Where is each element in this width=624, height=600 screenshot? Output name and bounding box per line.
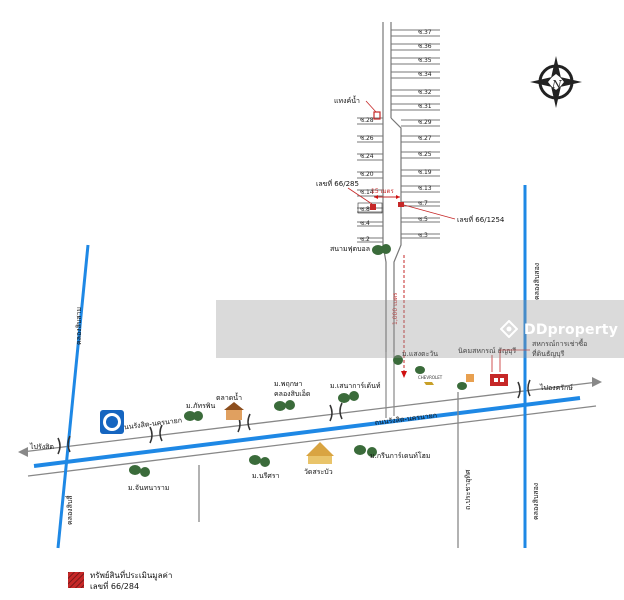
estate-phatsin-label: ม.ภัทรพิน [186,402,215,410]
soi-label: ซ.5 [418,216,428,223]
plot-left-label: เลขที่ 66/285 [316,179,359,188]
plot-right-label: เลขที่ 66/1254 [457,215,505,224]
coop-building-icon [490,374,508,386]
soi-labels-right: ซ.37 ซ.36 ซ.35 ซ.34 ซ.32 ซ.31 ซ.29 ซ.27 … [418,29,432,239]
bank-logo-icon [100,410,124,434]
distance-15m-label: 15 เมตร [371,188,394,195]
tree-icon [249,455,270,467]
subject-property-marker [370,204,376,210]
temple-label: วัดสระบัว [304,468,333,476]
watermark-logo-icon [500,320,518,338]
tree-icon [354,445,377,457]
soi-label: ซ.3 [418,232,428,239]
soi-label: ซ.24 [360,153,374,160]
water-tank-label: แทงค์น้ำ [334,94,360,105]
distance-1000m-label: 1,000 เมตร [392,292,399,325]
tree-icon [393,355,425,374]
soi-label: ซ.28 [360,117,374,124]
tree-icon [274,400,295,411]
legend-swatch [68,572,84,588]
canal-left-label: คลองสิบสาม [75,307,83,345]
estate-saensuk-label: ม.แสงตะวัน [402,350,438,358]
coop2-label: ที่ดินธัญบุรี [532,349,565,358]
coop-label: สหกรณ์การเช่าซื้อ [532,337,587,348]
football-field-label: สนามฟุตบอล [330,245,370,253]
to-right-label: ไปองครักษ์ [539,383,573,392]
soi-label: ซ.20 [360,171,374,178]
soi-labels-left: ซ.28 ซ.26 ซ.24 ซ.20 ซ.14 ซ.8 ซ.4 ซ.2 [360,117,374,243]
estate-nareerat-label: ม.นรีศรา [252,472,280,480]
market-label: ตลาดน้ำ [216,391,242,402]
soi-label: ซ.35 [418,57,432,64]
legend-line2: เลขที่ 66/284 [90,582,140,591]
estate-khlong-label: คลองสิบเอ็ด [274,389,310,398]
chevrolet-logo-icon [424,382,434,385]
soi-label: ซ.13 [418,185,432,192]
soi-label: ซ.2 [360,236,370,243]
canal-left [56,244,90,549]
bridge-icon [57,379,531,455]
chevrolet-label: CHEVROLET [418,375,443,380]
soi-branches-left [357,117,383,243]
canal-right-label: คลองสิบสอง [533,263,541,300]
soi-label: ซ.19 [418,169,432,176]
soi-label: ซ.37 [418,29,432,36]
tree-icon [457,382,467,390]
tree-icon [338,391,359,403]
canal-bottom-left-label: คลองสิบสี่ [65,495,74,525]
estate-sena-label: ม.เสนาการ์เด้นท์ [330,382,381,390]
soi-label: ซ.26 [360,135,374,142]
estate-praphruksa-label: ม.พฤกษา [274,380,303,388]
water-tank-marker [373,111,381,120]
tree-icon [184,411,203,421]
legend: ทรัพย์สินที่ประเมินมูลค่า เลขที่ 66/284 [90,570,172,592]
watermark-band [216,300,624,358]
soi-label: ซ.27 [418,135,432,142]
soi-label: ซ.14 [360,189,374,196]
soi-label: ซ.25 [418,151,432,158]
main-road-right-label: ถนนรังสิต-นครนายก [374,411,437,427]
temple-icon [306,442,334,464]
market-house-icon [224,402,244,420]
main-highway [18,377,602,477]
soi-label: ซ.32 [418,89,432,96]
watermark-text: DDproperty [524,322,619,338]
soi-label: ซ.31 [418,103,432,110]
soi-branches-right [391,29,440,239]
industrial-label: นิคมสหกรณ์ ธัญบุรี [458,347,516,355]
canal-bottom-right-label: คลองสิบสอง [532,483,540,520]
soi-label: ซ.7 [418,200,428,207]
soi-label: ซ.29 [418,119,432,126]
soi-label: ซ.8 [360,206,370,213]
tree-icon [372,244,391,255]
soi-label: ซ.4 [360,220,370,227]
tree-icon [129,465,150,477]
soi-label: ซ.36 [418,43,432,50]
to-left-label: ไปรังสิต [29,442,54,451]
bottom-road-label: ถ.ประชาอุทิศ [464,469,472,510]
north-label: N [551,78,562,91]
plot-right-marker [398,202,404,207]
soi-label: ซ.34 [418,71,432,78]
estate-green-label: ม.กรีนการ์เดนท์โฮม [370,451,431,460]
north-compass-icon: N [530,56,582,108]
estate-chanya-label: ม.จันทนาราม [128,484,169,492]
legend-line1: ทรัพย์สินที่ประเมินมูลค่า [90,571,173,580]
